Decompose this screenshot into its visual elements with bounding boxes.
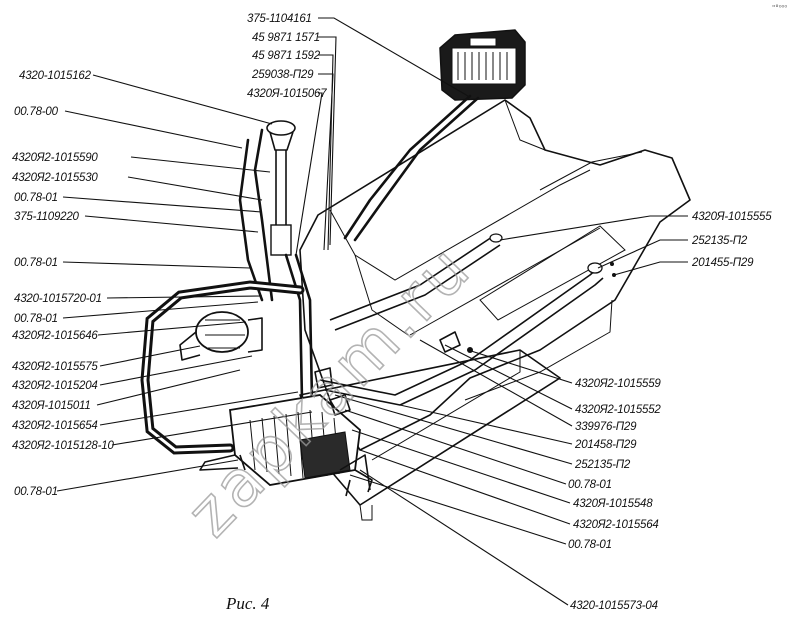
heater-unit [179,311,263,361]
label-right-top: 201455-П29 [691,257,754,269]
label-right: 339976-П29 [575,421,637,433]
labels-left: 4320-1015162 00.78-00 4320Я2-1015590 432… [12,70,115,498]
filler-neck [266,120,296,256]
label-top: 375-1104161 [247,13,312,25]
label-left: 4320-1015720-01 [14,293,102,305]
label-top: 45 9871 1592 [252,50,321,62]
label-left: 4320Я2-1015204 [12,380,98,392]
label-right-top: 252135-П2 [691,235,748,247]
label-top: 45 9871 1571 [252,32,320,44]
label-left: 00.78-00 [14,106,59,118]
label-left: 4320Я2-1015128-10 [12,440,114,452]
label-left: 4320Я-1015011 [12,400,91,412]
labels-right-top: 4320Я-1015555 252135-П2 201455-П29 [691,211,772,269]
figure-caption: Рис. 4 [225,594,270,613]
label-right: 252135-П2 [574,459,631,471]
labels-right: 4320Я2-1015559 4320Я2-1015552 339976-П29… [568,378,662,551]
label-left: 4320Я2-1015530 [12,172,98,184]
label-bottom: 4320-1015573-04 [570,600,658,612]
label-left: 4320-1015162 [19,70,92,82]
label-right: 00.78-01 [568,479,612,491]
label-right: 4320Я2-1015564 [573,519,659,531]
boiler-block [199,394,373,493]
label-left: 4320Я2-1015646 [12,330,98,342]
label-left: 00.78-01 [14,486,58,498]
labels-top: 375-1104161 45 9871 1571 45 9871 1592 25… [247,13,327,100]
label-right: 00.78-01 [568,539,612,551]
label-top: 4320Я-1015067 [247,88,327,100]
label-left: 4320Я2-1015654 [12,420,98,432]
label-top: 259038-П29 [251,69,314,81]
label-left: 4320Я2-1015590 [12,152,98,164]
label-right: 201458-П29 [574,439,637,451]
drawing-body [140,29,691,521]
label-right: 4320Я2-1015559 [575,378,661,390]
label-right: 4320Я-1015548 [573,498,653,510]
label-left: 375-1109220 [14,211,80,223]
label-left: 4320Я2-1015575 [12,361,98,373]
label-right-top: 4320Я-1015555 [692,211,772,223]
leader-lines [56,17,688,606]
label-left: 00.78-01 [14,192,58,204]
label-right: 4320Я2-1015552 [575,404,661,416]
label-left: 00.78-01 [14,257,58,269]
expansion-tank [439,29,526,101]
corner-mark: "°⁰⁰⁰ [772,4,787,12]
label-left: 00.78-01 [14,313,58,325]
